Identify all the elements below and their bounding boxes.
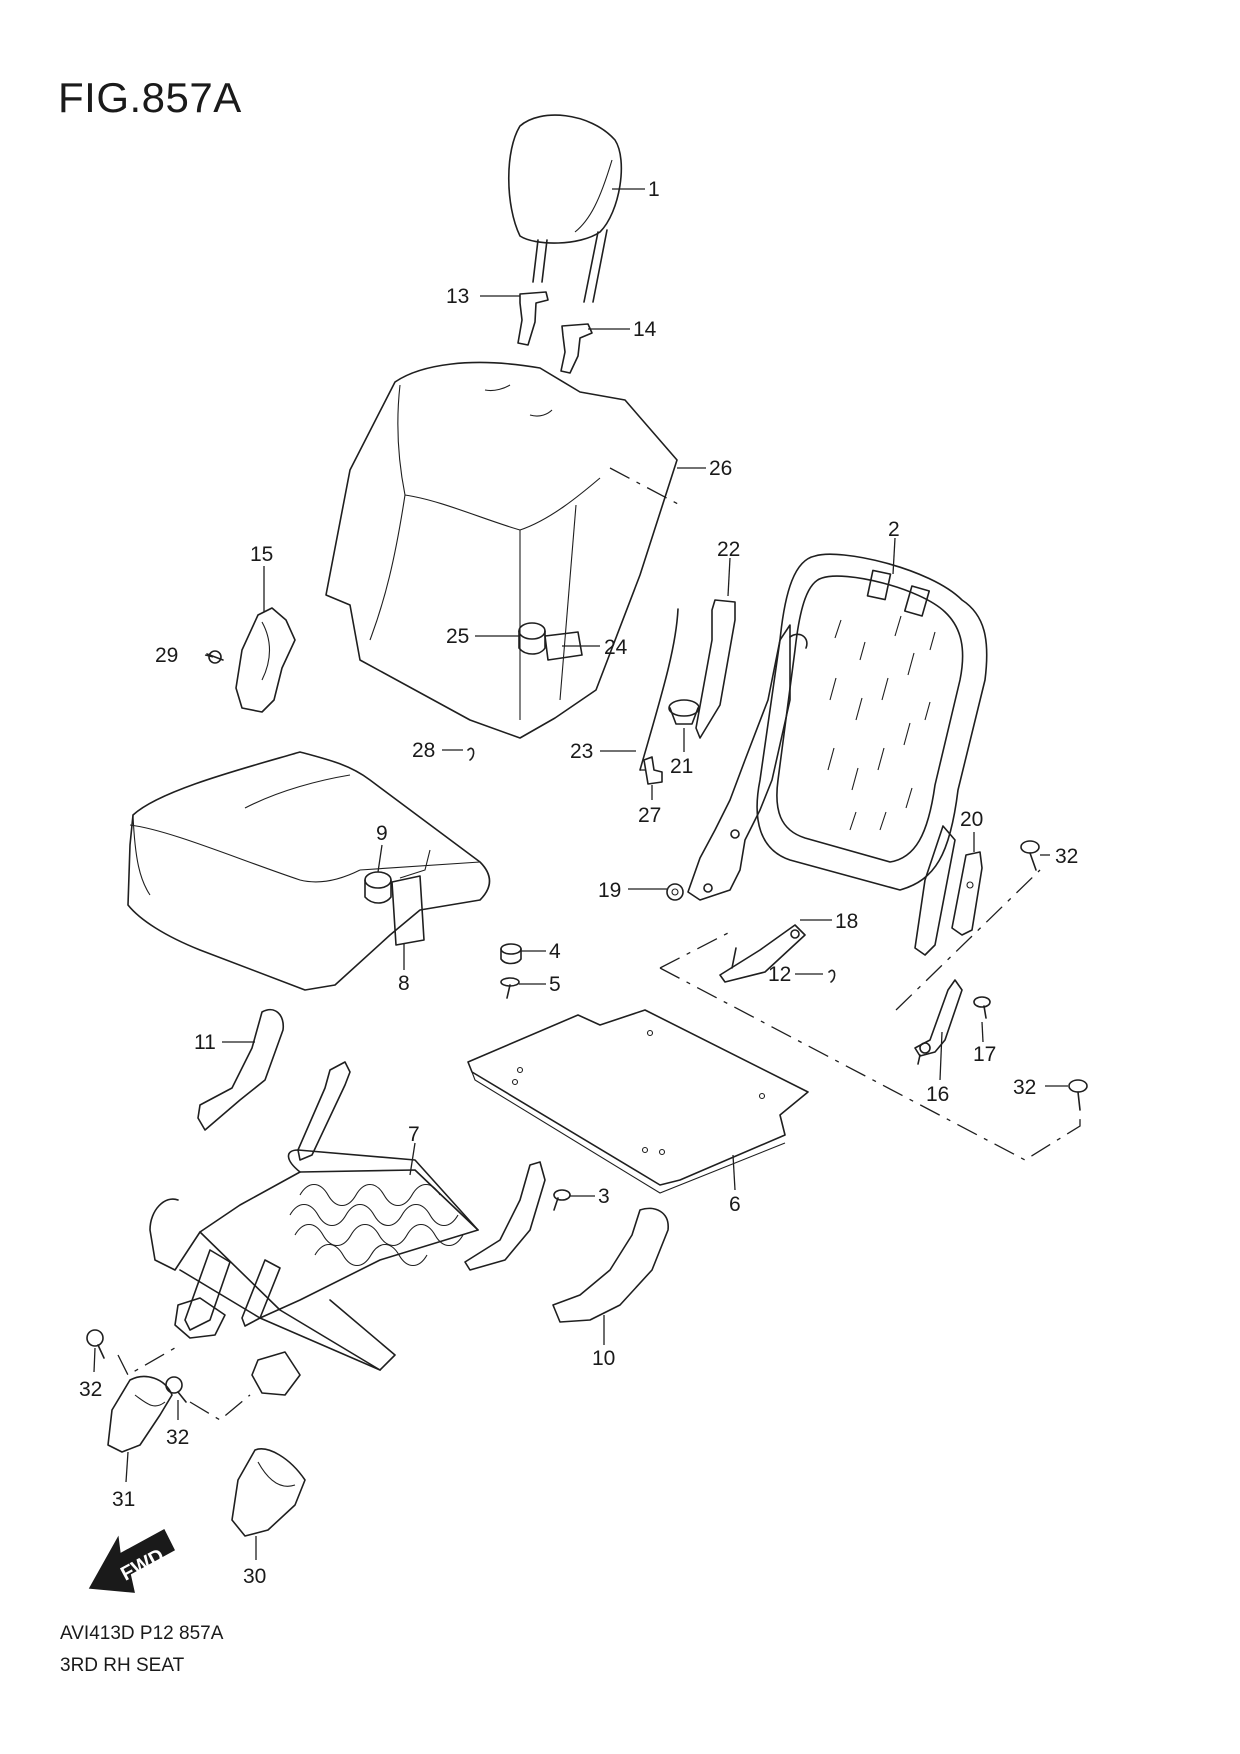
callout-19: 19 <box>598 879 621 902</box>
callout-9: 9 <box>376 822 388 845</box>
callout-27: 27 <box>638 804 661 827</box>
callout-2: 2 <box>888 518 900 541</box>
seat-back-cushion <box>325 361 681 739</box>
callout-31: 31 <box>112 1488 135 1511</box>
cushion-ring-9 <box>364 871 392 904</box>
cover-30 <box>231 1448 306 1537</box>
bolt-32-upper <box>1020 840 1040 871</box>
knob-21 <box>668 699 700 725</box>
cap-4 <box>500 943 522 965</box>
fwd-arrow-icon: FWD <box>88 1528 175 1593</box>
callout-13: 13 <box>446 285 469 308</box>
seat-cushion <box>127 751 491 991</box>
callout-32-upper: 32 <box>1055 845 1078 868</box>
cushion-frame-7 <box>149 1061 546 1396</box>
callout-7: 7 <box>408 1123 420 1146</box>
callout-14: 14 <box>633 318 657 341</box>
callout-24: 24 <box>604 636 628 659</box>
callout-17: 17 <box>973 1043 996 1066</box>
callout-3: 3 <box>598 1185 610 1208</box>
figure-title: FIG.857A <box>58 74 242 121</box>
callout-16: 16 <box>926 1083 949 1106</box>
callout-21: 21 <box>670 755 693 778</box>
clip-12 <box>828 969 836 983</box>
headrest-guide-13 <box>517 291 549 346</box>
lever-16 <box>914 979 963 1065</box>
callout-32-lower-left: 32 <box>79 1378 102 1401</box>
seat-back-frame <box>687 553 988 956</box>
headrest <box>508 114 623 303</box>
side-cover-15 <box>235 607 296 713</box>
callout-labels: 1 2 3 4 5 6 7 8 9 10 11 12 13 14 15 16 1… <box>79 178 1078 1588</box>
callout-8: 8 <box>398 972 410 995</box>
cushion-strap-8 <box>391 875 425 946</box>
callout-30: 30 <box>243 1565 266 1588</box>
callout-18: 18 <box>835 910 858 933</box>
callout-32-right: 32 <box>1013 1076 1036 1099</box>
callout-4: 4 <box>549 940 561 963</box>
callout-12: 12 <box>768 963 791 986</box>
bracket-22 <box>695 599 736 739</box>
callout-15: 15 <box>250 543 273 566</box>
callout-5: 5 <box>549 973 561 996</box>
callout-11: 11 <box>194 1031 216 1054</box>
cover-20 <box>951 851 983 936</box>
figure-code: AVI413D P12 857A <box>60 1623 224 1644</box>
figure-footer: AVI413D P12 857A 3RD RH SEAT <box>60 1618 223 1682</box>
callout-1: 1 <box>648 178 660 201</box>
nut-19 <box>666 883 684 901</box>
clip-27 <box>643 756 663 785</box>
wire-23 <box>639 608 679 771</box>
cover-31 <box>107 1375 173 1453</box>
callout-25: 25 <box>446 625 469 648</box>
callout-26: 26 <box>709 457 732 480</box>
screw-5 <box>500 977 520 999</box>
bolt-32-lower-left <box>86 1329 105 1359</box>
callout-22: 22 <box>717 538 740 561</box>
strap-24 <box>544 631 583 661</box>
side-cover-10 <box>552 1207 669 1323</box>
callout-10: 10 <box>592 1347 615 1370</box>
callout-28: 28 <box>412 739 435 762</box>
headrest-guide-14 <box>560 323 593 374</box>
callout-6: 6 <box>729 1193 741 1216</box>
screw-29 <box>206 650 224 664</box>
screw-17 <box>973 996 991 1019</box>
figure-description: 3RD RH SEAT <box>60 1655 185 1676</box>
bracket-18 <box>719 924 806 983</box>
trim-ring-25 <box>518 622 546 655</box>
clip-28 <box>467 747 475 761</box>
seat-base-panel-6 <box>467 1009 809 1194</box>
callout-29: 29 <box>155 644 178 667</box>
callout-20: 20 <box>960 808 983 831</box>
callout-32-lower-mid: 32 <box>166 1426 189 1449</box>
bolt-3 <box>553 1189 571 1211</box>
callout-23: 23 <box>570 740 593 763</box>
bolt-32-right <box>1068 1079 1088 1111</box>
side-cover-11 <box>197 1008 285 1131</box>
leader-lines <box>93 188 1068 1560</box>
